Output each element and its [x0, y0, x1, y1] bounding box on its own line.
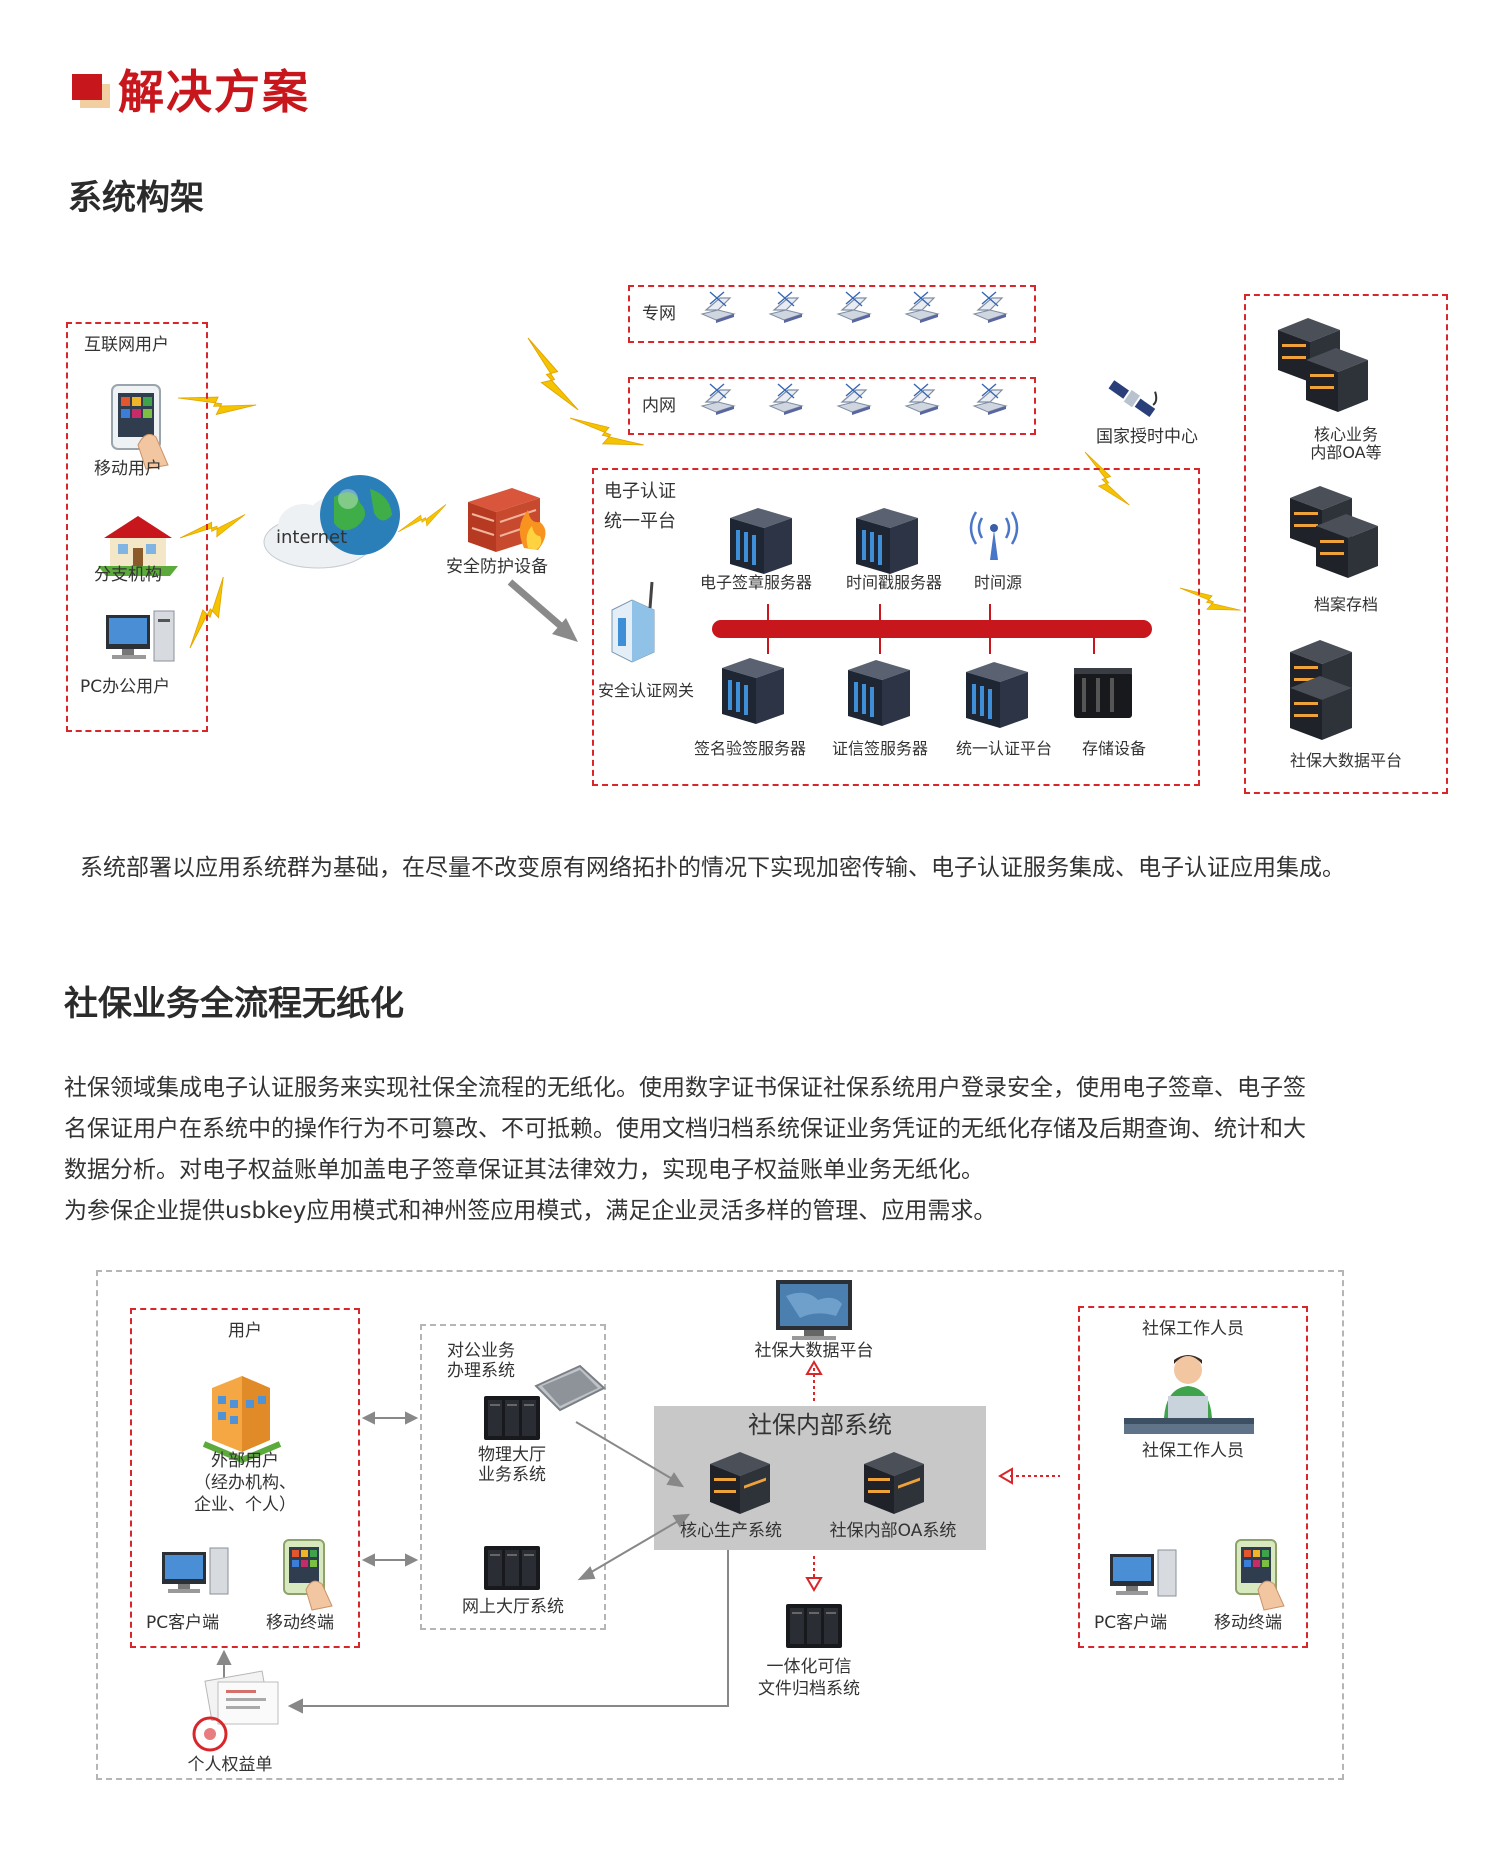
external-users-line2: （经办机构、	[194, 1473, 296, 1493]
firewall-label: 安全防护设备	[446, 557, 548, 577]
cert-server-label: 证信签服务器	[832, 739, 929, 758]
bigdata-platform-label: 社保大数据平台	[754, 1341, 874, 1361]
satellite-icon	[1108, 380, 1158, 418]
paragraph-line: 社保领域集成电子认证服务来实现社保全流程的无纸化。使用数字证书保证社保系统用户登…	[64, 1075, 1306, 1101]
pc-desktop-icon	[106, 610, 175, 662]
internal-systems-title: 社保内部系统	[748, 1411, 892, 1439]
gateway-router-icon	[611, 581, 655, 663]
mobile-users-label: 移动用户	[94, 459, 162, 479]
paragraph-line: 为参保企业提供usbkey应用模式和神州签应用模式，满足企业灵活多样的管理、应用…	[64, 1198, 997, 1224]
internal-oa-label: 社保内部OA系统	[829, 1521, 957, 1541]
timestamp-server-label: 时间戳服务器	[846, 573, 943, 592]
staff-box	[1078, 1306, 1308, 1648]
users-mobile-label: 移动终端	[266, 1613, 334, 1633]
storage-label: 存储设备	[1082, 739, 1147, 758]
users-pc-label: PC客户端	[146, 1613, 220, 1633]
intranet-box	[628, 377, 1036, 435]
archive-system-line2: 文件归档系统	[758, 1679, 860, 1699]
monitor-icon	[776, 1280, 852, 1340]
storage-device-icon	[1074, 668, 1132, 718]
staff-person-label: 社保工作人员	[1142, 1441, 1244, 1461]
staff-pc-label: PC客户端	[1094, 1613, 1168, 1633]
branch-label: 分支机构	[94, 565, 162, 585]
external-users-line3: 企业、个人）	[194, 1495, 296, 1515]
paperless-diagram-frame	[96, 1270, 1344, 1780]
physical-hall-line2: 业务系统	[478, 1465, 546, 1485]
gateway-label: 安全认证网关	[598, 681, 695, 700]
pc-users-label: PC办公用户	[80, 677, 171, 697]
core-business-label-1: 核心业务	[1313, 425, 1378, 444]
verify-server-label: 签名验签服务器	[694, 739, 807, 758]
staff-person-icon	[1124, 1355, 1254, 1434]
personal-statement-label: 个人权益单	[187, 1755, 273, 1775]
section-title-architecture: 系统构架	[68, 178, 204, 218]
mobile-phone-icon	[111, 384, 169, 470]
systems-box	[420, 1324, 606, 1630]
header-icon	[70, 70, 114, 110]
core-production-label: 核心生产系统	[680, 1521, 782, 1541]
statement-document-icon	[192, 1670, 279, 1752]
internet-label: internet	[276, 527, 348, 548]
public-business-line2: 办理系统	[447, 1361, 515, 1381]
external-users-line1: 外部用户	[211, 1451, 279, 1471]
sign-server-label: 电子签章服务器	[700, 573, 813, 592]
paragraph-line: 数据分析。对电子权益账单加盖电子签章保证其法律效力，实现电子权益账单业务无纸化。	[64, 1157, 984, 1183]
firewall-icon	[468, 488, 546, 552]
archive-system-line1: 一体化可信	[766, 1657, 852, 1677]
staff-title: 社保工作人员	[1142, 1319, 1244, 1339]
platform-title-1: 电子认证	[604, 481, 676, 502]
unified-auth-label: 统一认证平台	[956, 739, 1053, 758]
branch-house-icon	[98, 516, 178, 576]
internal-systems-panel	[654, 1406, 986, 1550]
time-source-label: 时间源	[974, 573, 1023, 592]
archive-label: 档案存档	[1313, 595, 1378, 614]
right-systems-box	[1244, 294, 1448, 794]
online-hall-label: 网上大厅系统	[462, 1597, 564, 1617]
physical-hall-line1: 物理大厅	[478, 1445, 546, 1465]
time-source-antenna-icon	[969, 511, 1019, 560]
users-box	[130, 1308, 360, 1648]
internet-users-box	[66, 322, 208, 732]
staff-mobile-label: 移动终端	[1214, 1613, 1282, 1633]
auth-platform-box	[592, 468, 1200, 786]
building-icon	[202, 1376, 282, 1464]
tablet-icon	[534, 1364, 606, 1412]
platform-title-2: 统一平台	[604, 511, 676, 532]
public-business-line1: 对公业务	[447, 1341, 515, 1361]
intranet-label: 内网	[642, 396, 676, 416]
time-center-label: 国家授时中心	[1096, 427, 1198, 447]
architecture-diagram	[98, 291, 1378, 740]
section-title-paperless: 社保业务全流程无纸化	[64, 984, 404, 1024]
architecture-caption: 系统部署以应用系统群为基础，在尽量不改变原有网络拓扑的情况下实现加密传输、电子认…	[80, 855, 1345, 881]
page-title: 解决方案	[118, 65, 310, 119]
bigdata-label: 社保大数据平台	[1289, 751, 1402, 770]
internet-users-title: 互联网用户	[84, 335, 169, 355]
core-business-label-2: 内部OA等	[1310, 443, 1382, 462]
network-bus	[712, 620, 1152, 638]
users-title: 用户	[228, 1321, 262, 1341]
paragraph-line: 名保证用户在系统中的操作行为不可篡改、不可抵赖。使用文档归档系统保证业务凭证的无…	[64, 1116, 1306, 1142]
private-network-label: 专网	[642, 304, 676, 324]
globe-icon	[320, 475, 400, 555]
private-network-box	[628, 285, 1036, 343]
